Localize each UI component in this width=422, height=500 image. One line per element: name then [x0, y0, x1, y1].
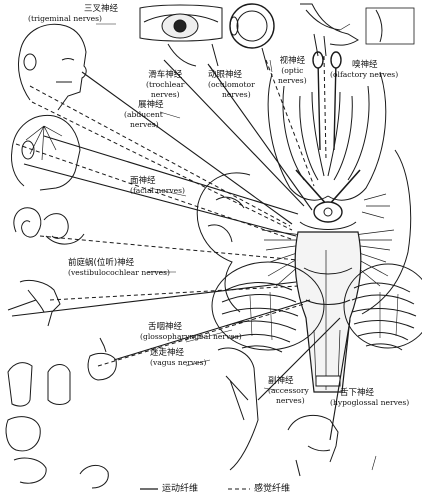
- eye-orbit: [139, 4, 223, 67]
- label-trochlear-en2: nerves): [150, 90, 180, 99]
- legend-motor-label: 运动纤维: [162, 484, 199, 494]
- label-abducent: 展神经 (abducent nerves): [124, 100, 164, 130]
- label-accessory-zh: 副神经: [268, 376, 294, 386]
- label-trochlear-en1: (trochlear: [146, 80, 185, 89]
- label-trochlear: 滑车神经 (trochlear nerves): [146, 70, 184, 100]
- label-abducent-en1: (abducent: [124, 110, 163, 119]
- head-accessory: [79, 347, 259, 489]
- label-olfactory-en: (olfactory nerves): [330, 70, 399, 79]
- label-glossopharyngeal-zh: 舌咽神经: [148, 322, 183, 332]
- label-olfactory: 嗅神经 (olfactory nerves): [330, 60, 398, 80]
- label-abducent-zh: 展神经: [138, 100, 164, 110]
- label-accessory-en1: (accessory: [268, 386, 309, 395]
- nasal-cavity: [300, 3, 415, 57]
- label-vestibulocochlear-en: (vestibulocochlear nerves): [68, 268, 170, 277]
- label-hypoglossal-en: (hypoglossal nerves): [330, 398, 410, 407]
- motor-fibers: [11, 59, 351, 441]
- label-trigeminal-en: (trigeminal nerves): [28, 14, 102, 23]
- label-optic-zh: 视神经: [279, 56, 306, 66]
- head-trigeminal: [17, 23, 87, 111]
- brainstem: [294, 231, 362, 393]
- label-facial: 面神经 (facial nerves): [130, 176, 185, 196]
- head-glossopharyngeal: [7, 279, 61, 327]
- label-optic-en1: (optic: [281, 66, 304, 75]
- label-oculomotor-en2: nerves): [222, 90, 251, 99]
- label-glossopharyngeal-en: (glossopharyngeal nerves): [140, 332, 242, 341]
- label-vestibulocochlear-zh: 前庭蜗(位听)神经: [68, 258, 135, 268]
- cerebrum-outline: [196, 149, 412, 315]
- label-oculomotor-en1: (oculomotor: [208, 80, 255, 89]
- label-vagus-en: (vagus nerves): [150, 358, 207, 367]
- label-vagus-zh: 迷走神经: [150, 348, 185, 358]
- thorax-abdomen: [5, 337, 117, 484]
- inner-ear: [13, 207, 85, 245]
- label-olfactory-zh: 嗅神经: [352, 60, 378, 70]
- label-accessory: 副神经 (accessory nerves): [268, 376, 309, 406]
- label-vagus: 迷走神经 (vagus nerves): [150, 348, 207, 368]
- label-facial-en: (facial nerves): [130, 186, 186, 195]
- label-abducent-en2: nerves): [130, 120, 159, 129]
- label-glossopharyngeal: 舌咽神经 (glossopharyngeal nerves): [140, 322, 242, 342]
- label-oculomotor: 动眼神经 (oculomotor nerves): [208, 70, 255, 100]
- sensory-fibers: [15, 55, 327, 367]
- label-optic-en2: nerves): [278, 76, 307, 85]
- olfactory-bulbs: [312, 51, 342, 151]
- label-hypoglossal-zh: 舌下神经: [340, 388, 375, 398]
- face-hypoglossal: [287, 414, 339, 477]
- cerebellum: [211, 261, 422, 353]
- label-trigeminal-zh: 三叉神经: [84, 4, 119, 14]
- leader-lines: [96, 23, 377, 471]
- label-optic: 视神经 (optic nerves): [278, 56, 307, 86]
- optic-chiasm: [295, 169, 361, 230]
- eyeball: [229, 3, 275, 71]
- label-vestibulocochlear: 前庭蜗(位听)神经 (vestibulocochlear nerves): [68, 258, 170, 278]
- label-facial-zh: 面神经: [130, 176, 156, 186]
- head-facial: [11, 114, 81, 191]
- frontal-lobes: [267, 71, 387, 201]
- legend-sensory-label: 感觉纤维: [254, 484, 291, 494]
- label-trigeminal: 三叉神经 (trigeminal nerves): [28, 4, 118, 24]
- label-trochlear-zh: 滑车神经: [148, 70, 183, 80]
- label-accessory-en2: nerves): [276, 396, 305, 405]
- label-oculomotor-zh: 动眼神经: [208, 70, 243, 80]
- label-hypoglossal: 舌下神经 (hypoglossal nerves): [330, 388, 409, 408]
